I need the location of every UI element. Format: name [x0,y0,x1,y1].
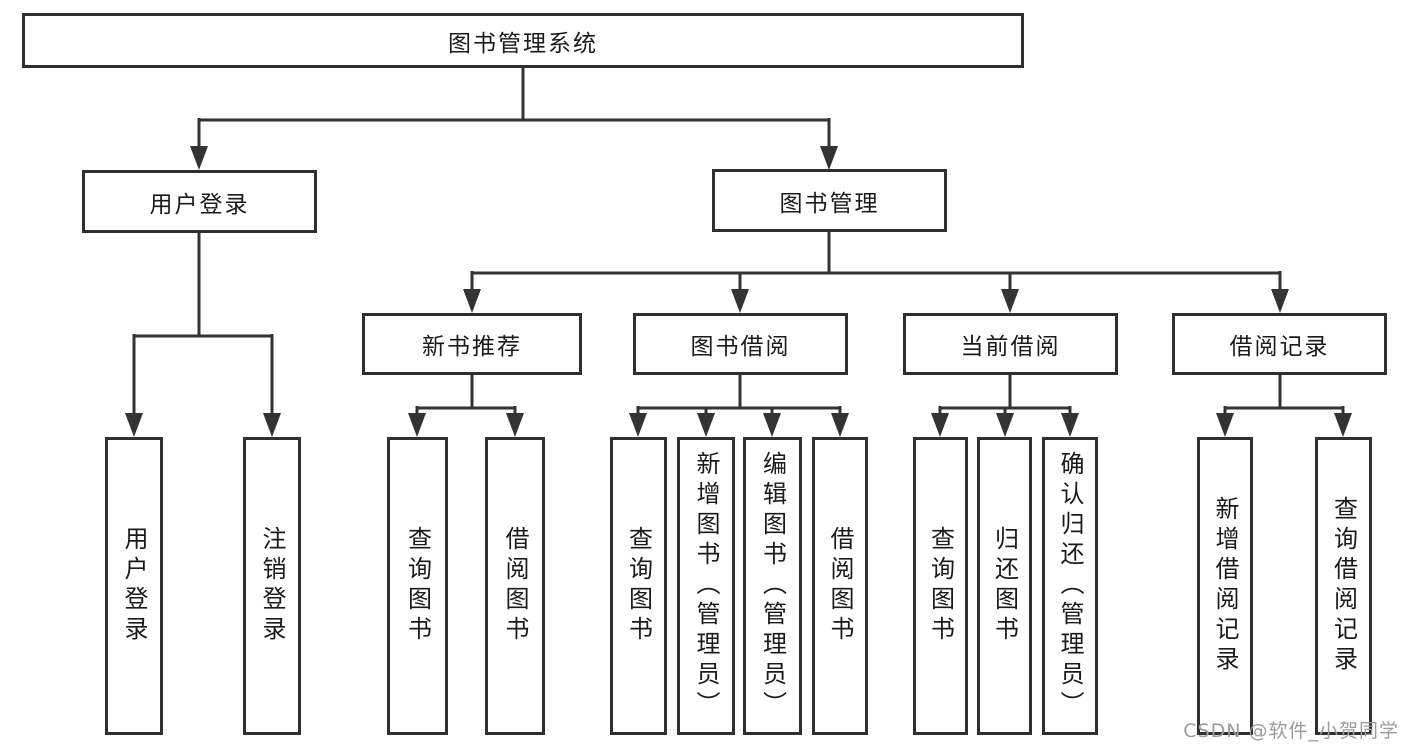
leaf-cb-query-book-label: 查询图书 [926,526,955,646]
node-root-label: 图书管理系统 [448,30,598,57]
node-new-book-recommend-label: 新书推荐 [422,334,522,360]
node-user-login-group-label: 用户登录 [149,191,250,218]
leaf-user-login-label: 用户登录 [120,526,148,646]
node-book-management: 图书管理 [712,169,947,232]
node-user-login-group: 用户登录 [82,170,317,233]
leaf-rec-borrow-book-label: 借阅图书 [501,526,529,646]
leaf-br-query-record-label: 查询借阅记录 [1329,496,1358,676]
arrowheads [125,146,1352,437]
node-new-book-recommend: 新书推荐 [362,313,582,375]
leaf-rec-query-book-label: 查询图书 [403,526,432,646]
node-borrow-record-label: 借阅记录 [1229,334,1330,360]
leaf-bb-add-book-admin: 新增图书（管理员） [677,437,735,735]
leaf-bb-add-book-admin-label: 新增图书（管理员） [692,451,720,721]
leaf-bb-borrow-book: 借阅图书 [812,437,868,735]
node-book-borrow: 图书借阅 [633,313,848,375]
leaf-cb-return-book-label: 归还图书 [990,526,1019,646]
node-borrow-record: 借阅记录 [1172,313,1387,375]
leaf-br-add-record: 新增借阅记录 [1197,437,1253,735]
leaf-bb-query-book-label: 查询图书 [624,526,653,646]
leaf-logout: 注销登录 [243,437,301,735]
leaf-bb-borrow-book-label: 借阅图书 [826,526,854,646]
leaf-rec-query-book: 查询图书 [387,437,448,735]
leaf-logout-label: 注销登录 [258,526,286,646]
node-root: 图书管理系统 [22,13,1024,68]
leaf-bb-edit-book-admin-label: 编辑图书（管理员） [758,451,787,721]
watermark: CSDN @软件_小贺同学 [1183,720,1399,742]
leaf-bb-edit-book-admin: 编辑图书（管理员） [743,437,802,735]
leaf-cb-confirm-return-admin: 确认归还（管理员） [1042,437,1098,735]
leaf-br-add-record-label: 新增借阅记录 [1211,496,1239,676]
leaf-bb-query-book: 查询图书 [610,437,667,735]
leaf-br-query-record: 查询借阅记录 [1315,437,1372,735]
node-book-management-label: 图书管理 [779,190,880,217]
leaf-user-login: 用户登录 [105,437,163,735]
node-current-borrow: 当前借阅 [903,313,1118,375]
leaf-cb-query-book: 查询图书 [913,437,968,735]
node-current-borrow-label: 当前借阅 [960,334,1061,360]
leaf-cb-return-book: 归还图书 [977,437,1032,735]
node-book-borrow-label: 图书借阅 [690,334,791,360]
leaf-rec-borrow-book: 借阅图书 [485,437,545,735]
leaf-cb-confirm-return-admin-label: 确认归还（管理员） [1056,451,1084,721]
